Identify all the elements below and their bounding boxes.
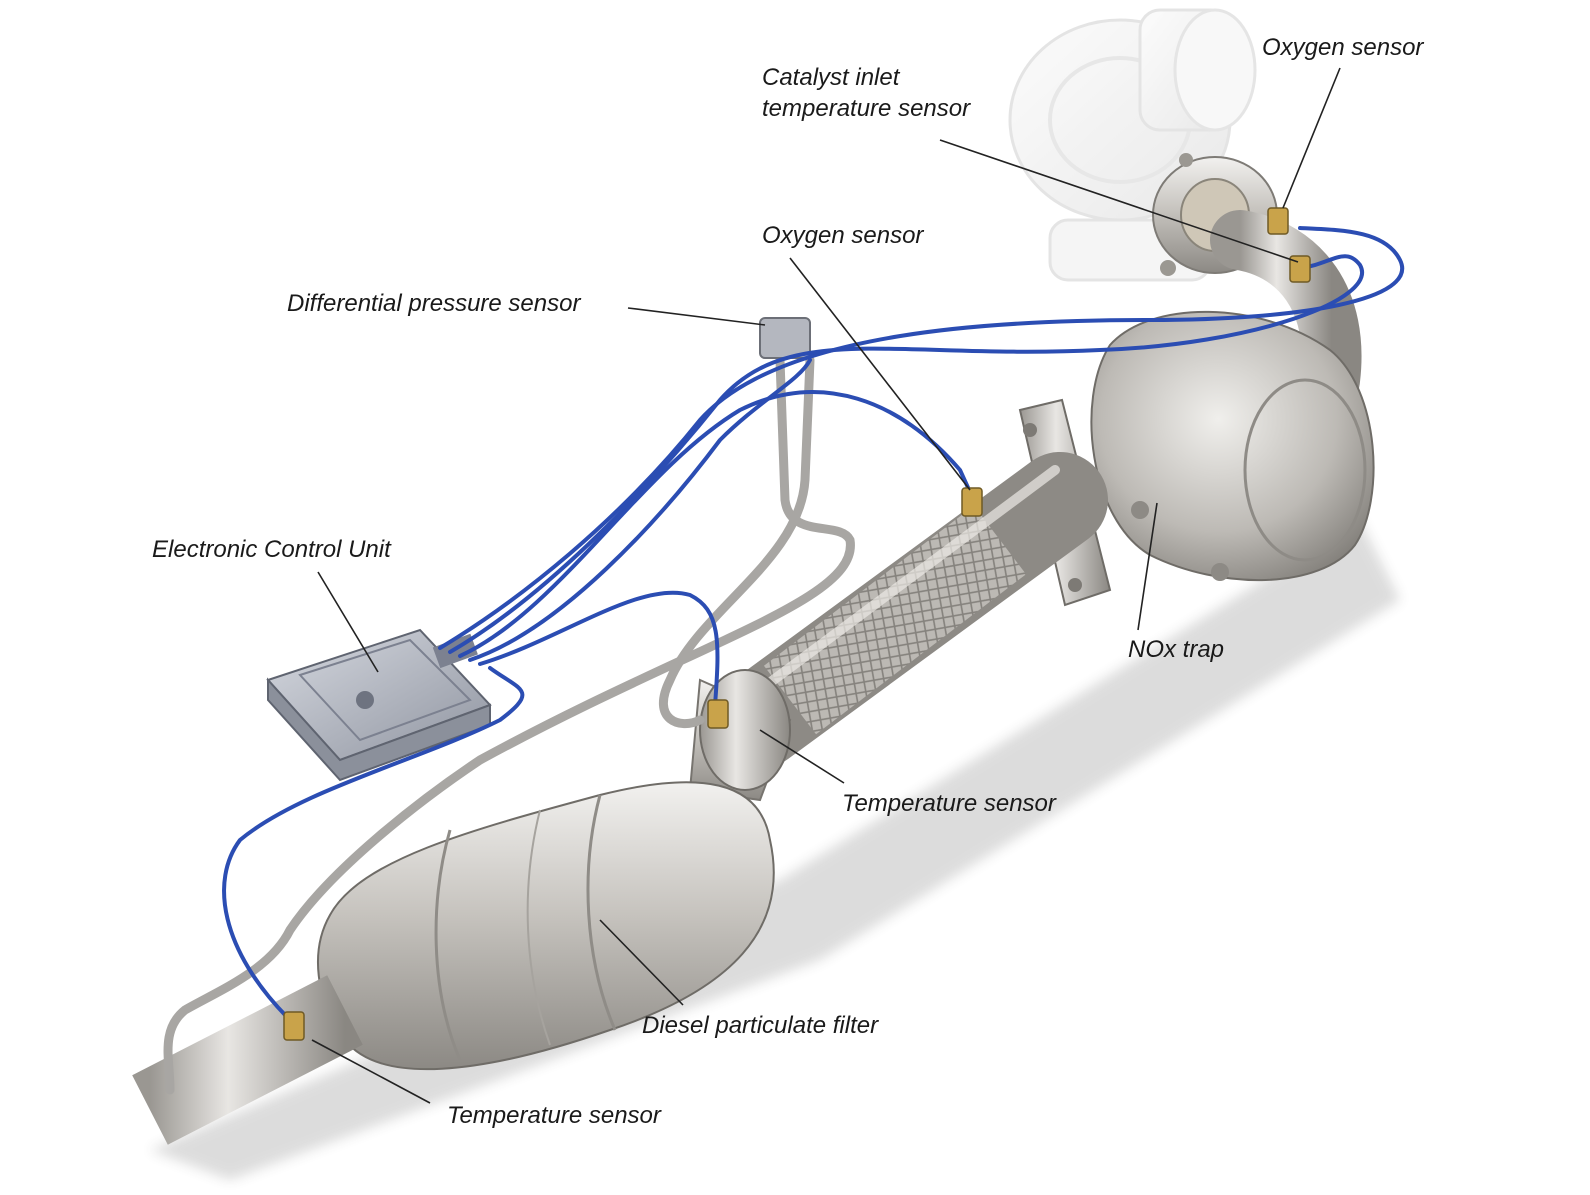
- label-temperature-sensor-mid: Temperature sensor: [842, 790, 1056, 817]
- label-temperature-sensor-bottom: Temperature sensor: [447, 1102, 661, 1129]
- leader-oxygen-sensor-top: [1282, 67, 1341, 209]
- label-oxygen-sensor-top: Oxygen sensor: [1262, 34, 1424, 61]
- nox-trap-canister: [1090, 310, 1375, 582]
- catalyst-inlet-temp-sensor-fitting: [1289, 255, 1311, 283]
- electronic-control-unit-body: [266, 628, 492, 782]
- leader-ecu: [317, 571, 379, 673]
- diesel-particulate-filter-body: [317, 781, 775, 1071]
- label-nox-trap: NOx trap: [1128, 636, 1225, 663]
- leader-catalyst-inlet: [939, 139, 1299, 263]
- flex-pipe-mesh: [763, 505, 1027, 735]
- oxygen-sensor-fitting-mid: [961, 487, 983, 517]
- leader-differential-pressure: [627, 307, 766, 326]
- label-catalyst-inlet-line1: Catalyst inlet: [762, 64, 900, 91]
- label-diesel-particulate-filter: Diesel particulate filter: [642, 1012, 879, 1039]
- dpf-inlet-flange: [699, 669, 791, 791]
- leader-temperature-sensor-bottom: [311, 1039, 431, 1104]
- sensor-wiring: [222, 226, 1405, 1022]
- sensor-fittings: [283, 207, 1311, 1041]
- pressure-tubes: [163, 355, 855, 1095]
- temperature-sensor-fitting-mid: [707, 699, 729, 729]
- differential-pressure-sensor-body: [759, 317, 811, 359]
- leader-lines: [311, 67, 1341, 1104]
- label-oxygen-sensor-mid: Oxygen sensor: [762, 222, 924, 249]
- flex-pipe-highlight: [755, 465, 1060, 695]
- label-differential-pressure-sensor: Differential pressure sensor: [287, 290, 581, 317]
- oxygen-sensor-fitting-top: [1267, 207, 1289, 235]
- leader-dpf: [599, 919, 684, 1006]
- leader-temperature-sensor-mid: [759, 729, 845, 784]
- label-catalyst-inlet-temperature-sensor: Catalyst inlet temperature sensor: [762, 62, 970, 124]
- tailpipe: [132, 975, 363, 1145]
- ground-shadow: [150, 520, 1400, 1180]
- leader-nox-trap: [1137, 502, 1158, 631]
- leader-oxygen-sensor-mid: [789, 257, 971, 491]
- label-catalyst-inlet-line2: temperature sensor: [762, 95, 971, 122]
- label-electronic-control-unit: Electronic Control Unit: [152, 536, 391, 563]
- temperature-sensor-fitting-bottom: [283, 1011, 305, 1041]
